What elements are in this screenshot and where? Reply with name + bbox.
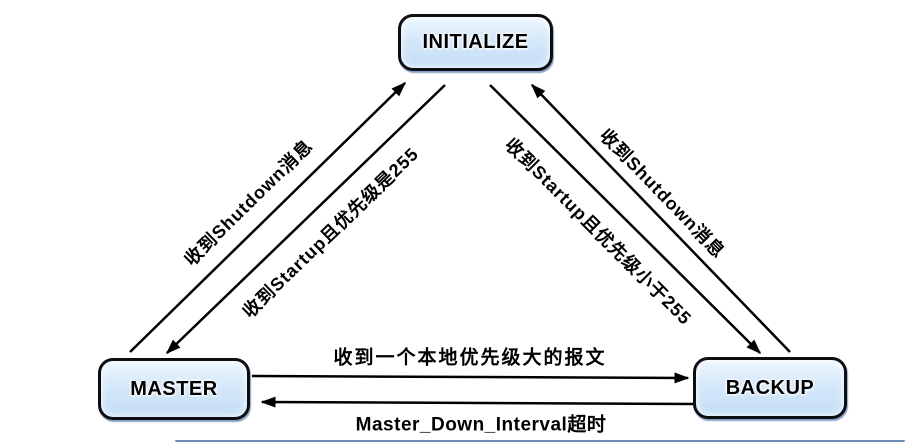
edge-label-master-to-backup: 收到一个本地优先级大的报文	[333, 347, 607, 369]
edge-label-backup-to-master: Master_Down_Interval超时	[355, 414, 607, 436]
arrow-backup-to-initialize	[530, 83, 791, 353]
state-label-initialize: INITIALIZE	[422, 31, 529, 53]
state-node-master: MASTER	[98, 358, 250, 420]
state-node-initialize: INITIALIZE	[398, 14, 553, 71]
arrow-initialize-to-backup	[489, 84, 762, 355]
arrow-backup-to-master	[260, 396, 696, 408]
bottom-border-line	[175, 440, 905, 442]
arrow-initialize-to-master	[165, 84, 446, 355]
arrow-master-to-initialize	[129, 81, 407, 353]
state-label-backup: BACKUP	[725, 376, 815, 399]
state-label-master: MASTER	[130, 377, 218, 400]
arrow-master-to-backup	[251, 372, 690, 384]
state-node-backup: BACKUP	[693, 357, 847, 419]
